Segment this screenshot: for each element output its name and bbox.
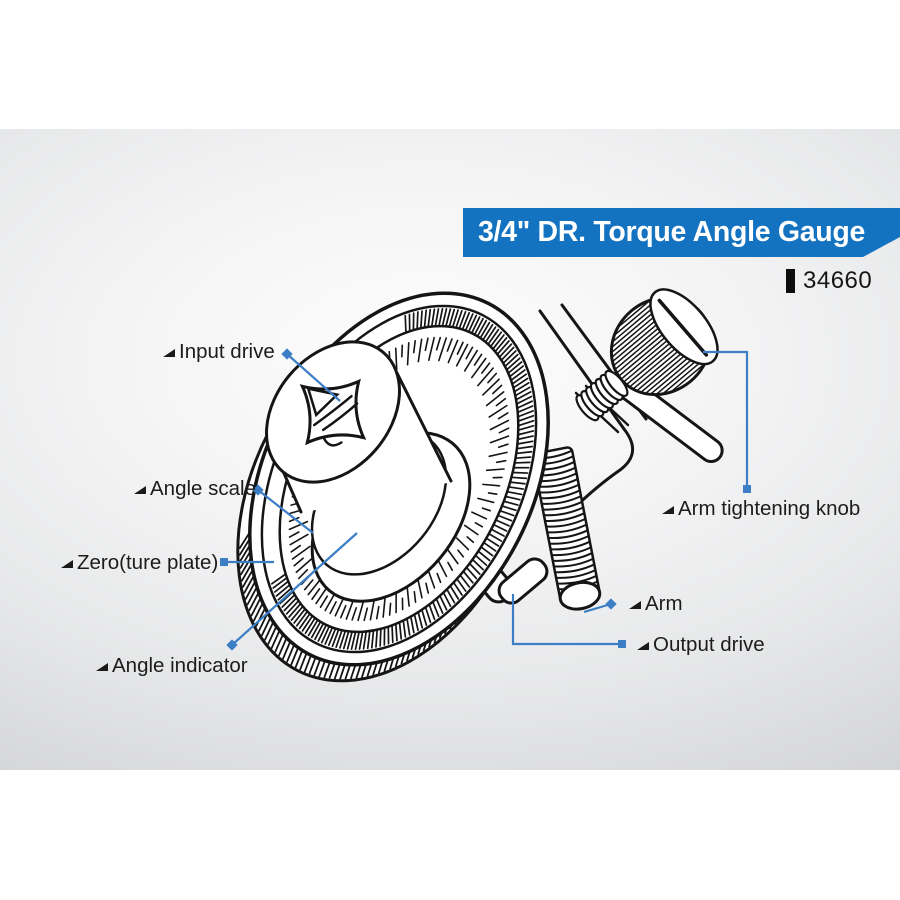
model-number-bar-icon — [786, 269, 795, 293]
label-text: Arm — [645, 592, 683, 615]
label-text: Arm tightening knob — [678, 497, 861, 520]
page-title: 3/4" DR. Torque Angle Gauge — [478, 216, 866, 248]
model-number: 34660 — [786, 267, 872, 295]
label-angle-scale: Angle scale — [134, 477, 256, 501]
label-text: Angle scale — [150, 477, 256, 500]
triangle-bullet-icon — [163, 349, 175, 357]
product-title-banner: 3/4" DR. Torque Angle Gauge — [463, 208, 900, 257]
label-arm: Arm — [629, 592, 683, 616]
label-text: Input drive — [179, 340, 275, 363]
model-number-text: 34660 — [803, 267, 873, 294]
label-angle-indicator: Angle indicator — [96, 654, 248, 678]
triangle-bullet-icon — [96, 663, 108, 671]
label-output-drive: Output drive — [637, 633, 765, 657]
triangle-bullet-icon — [662, 506, 674, 514]
label-zero-ture-plate: Zero(ture plate) — [61, 551, 218, 575]
label-text: Output drive — [653, 633, 765, 656]
triangle-bullet-icon — [61, 560, 73, 568]
triangle-bullet-icon — [629, 601, 641, 609]
label-input-drive: Input drive — [163, 340, 275, 364]
label-arm-tightening-knob: Arm tightening knob — [662, 497, 860, 521]
triangle-bullet-icon — [134, 486, 146, 494]
label-text: Zero(ture plate) — [77, 551, 219, 574]
label-text: Angle indicator — [112, 654, 248, 677]
triangle-bullet-icon — [637, 642, 649, 650]
